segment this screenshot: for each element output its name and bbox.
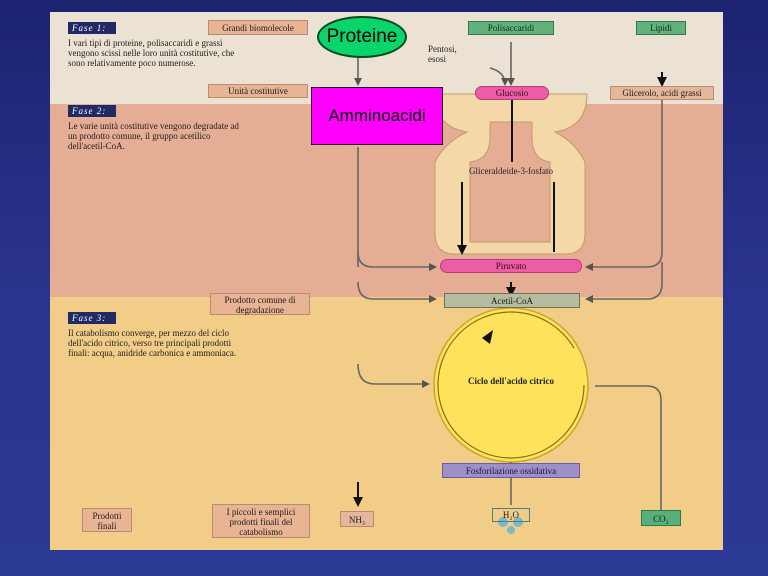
phase3-text: Il catabolismo converge, per mezzo del c…	[68, 328, 237, 358]
arrow-aa-ciclo	[357, 363, 430, 388]
phase1-text: I vari tipi di proteine, polisaccaridi e…	[68, 38, 235, 68]
flow-connectors	[353, 42, 667, 534]
label-building-units: Unità costitutive	[208, 84, 308, 98]
citric-cycle-circle	[433, 307, 589, 463]
node-nh3: NH₃	[340, 511, 374, 527]
arrow-lipidi-piruvato	[585, 98, 663, 271]
node-gliceraldeide: Gliceraldeide-3-fosfato	[469, 166, 553, 176]
node-amminoacidi: Amminoacidi	[311, 87, 443, 145]
arrow-aa-piruvato	[357, 251, 437, 271]
phase1-description: Fase 1: I vari tipi di proteine, polisac…	[68, 22, 243, 68]
label-biomolecules: Grandi biomolecole	[208, 20, 308, 35]
node-lipidi: Lipidi	[636, 21, 686, 35]
phase3-band	[50, 297, 723, 550]
glycolysis-tube-inner	[469, 121, 551, 243]
node-acetilcoa: Acetil-CoA	[444, 293, 580, 308]
label-small-final-products: I piccoli e semplici prodotti finali del…	[212, 504, 310, 538]
arrow-aa-acetilcoa	[357, 281, 437, 303]
node-glicerolo: Glicerolo, acidi grassi	[610, 86, 714, 100]
line-co2	[595, 385, 662, 510]
node-polisaccaridi: Polisaccaridi	[468, 21, 554, 35]
node-fosforilazione: Fosforilazione ossidativa	[442, 463, 580, 478]
phase3-tag: Fase 3:	[68, 312, 117, 324]
label-common-product: Prodotto comune di degradazione	[210, 293, 310, 315]
phase2-description: Fase 2: Le varie unità costitutive vengo…	[68, 105, 243, 151]
phase2-text: Le varie unità costitutive vengono degra…	[68, 121, 239, 151]
node-ciclo: Ciclo dell'acido citrico	[468, 376, 554, 386]
arrow-lipidi-acetilcoa	[585, 262, 663, 303]
node-h2o: H₂O	[492, 508, 530, 522]
node-co2: CO₂	[641, 510, 681, 526]
node-piruvato: Piruvato	[440, 259, 582, 273]
node-glucosio: Glucosio	[475, 86, 549, 100]
node-pentosi: Pentosi, esosi	[428, 44, 457, 64]
phase2-tag: Fase 2:	[68, 105, 117, 117]
phase3-description: Fase 3: Il catabolismo converge, per mez…	[68, 312, 243, 358]
label-final-products: Prodotti finali	[82, 508, 132, 532]
arrow-pentosi	[489, 67, 509, 86]
phase1-tag: Fase 1:	[68, 22, 117, 34]
catabolism-diagram: Fase 1: I vari tipi di proteine, polisac…	[50, 12, 723, 550]
node-proteine: Proteine	[317, 16, 407, 58]
